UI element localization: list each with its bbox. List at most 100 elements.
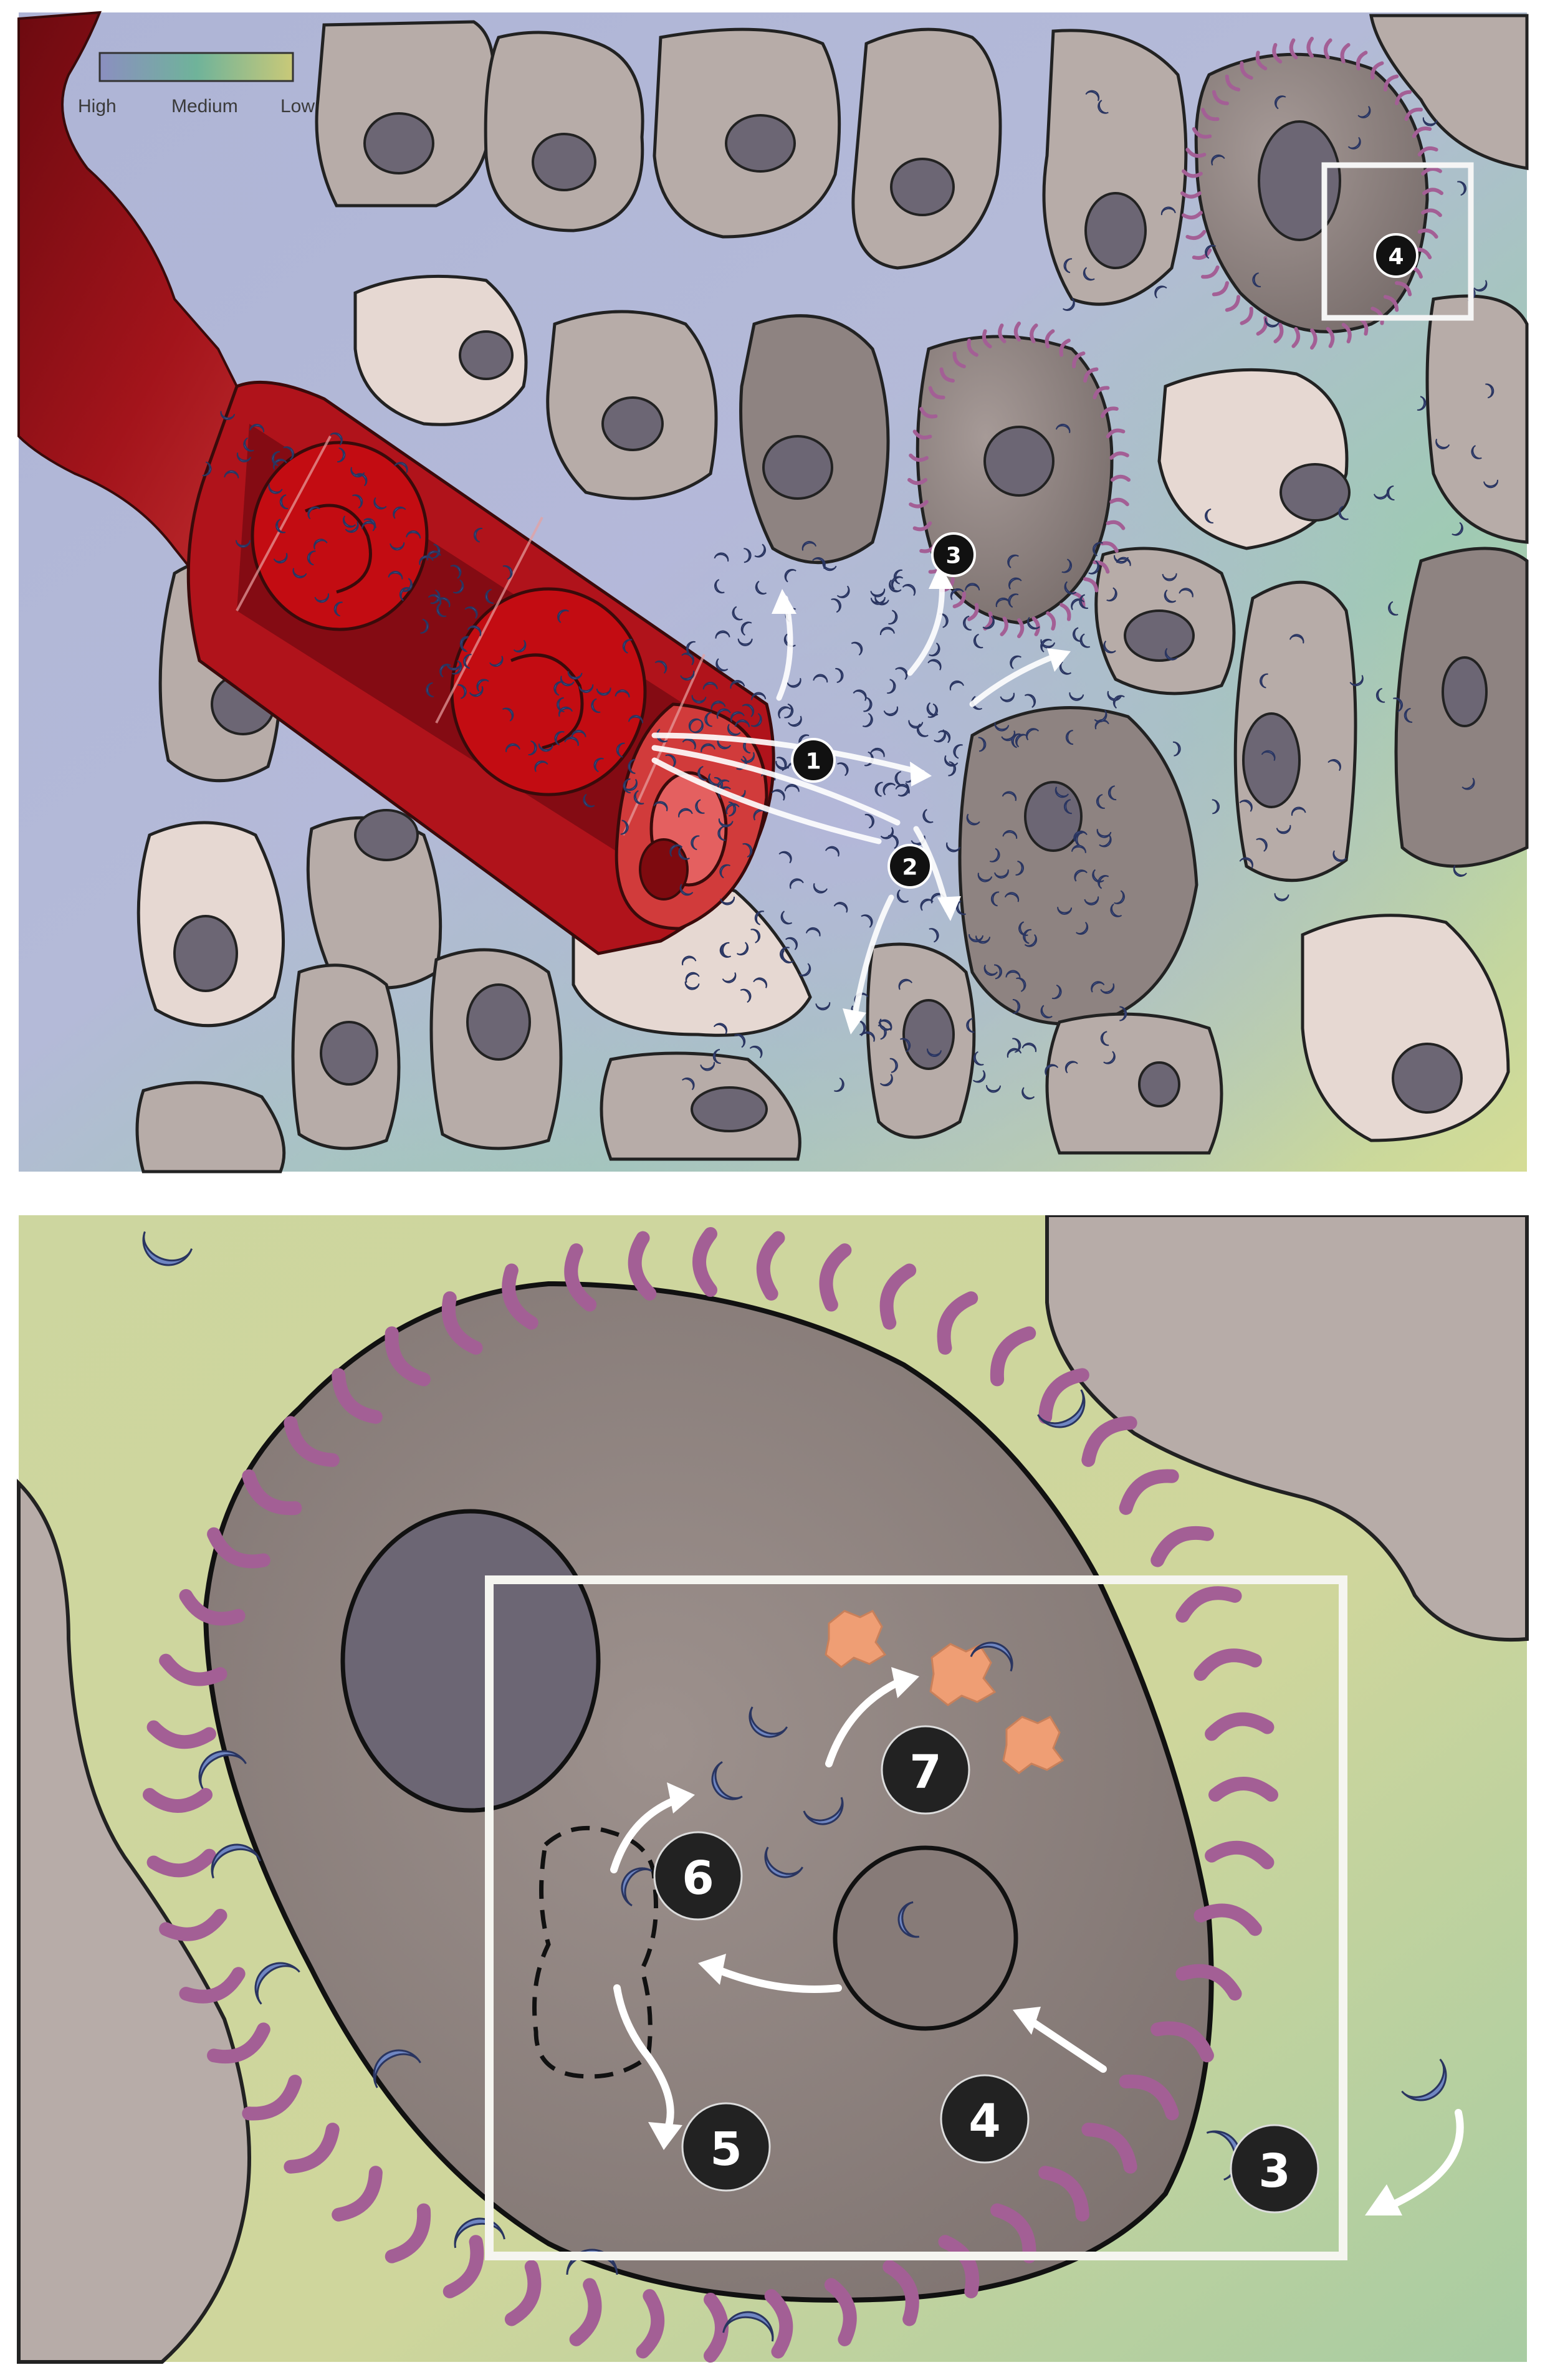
ligand-molecule	[787, 677, 801, 688]
endosome	[833, 1845, 1018, 2031]
ligand-molecule	[711, 1761, 743, 1800]
ligand-molecule	[567, 671, 583, 680]
ligand-molecule	[730, 711, 745, 722]
ligand-molecule	[1007, 554, 1019, 568]
ligand-molecule	[755, 580, 767, 595]
ligand-molecule	[902, 584, 916, 596]
receptor	[1193, 1648, 1262, 1681]
receptor	[159, 1908, 227, 1941]
receptor	[146, 1720, 216, 1749]
receptor	[1395, 281, 1412, 297]
receptor	[1072, 351, 1086, 368]
ligand-molecule	[1471, 445, 1482, 459]
ligand-molecule	[1092, 869, 1104, 883]
ligand-molecule	[929, 643, 940, 657]
receptor	[909, 500, 929, 509]
receptor	[1383, 74, 1399, 92]
svg-text:1: 1	[805, 749, 821, 775]
bottom-ligands	[142, 1231, 1447, 2342]
receptor	[1272, 43, 1283, 64]
ligand-molecule	[722, 2311, 774, 2342]
ligand-molecule	[665, 754, 676, 768]
ligand-molecule	[879, 626, 895, 636]
step-badge-2: 2	[887, 844, 932, 889]
ligand-molecule	[406, 530, 421, 539]
receptor	[1225, 74, 1241, 92]
receptor	[1111, 474, 1131, 482]
ligand-molecule	[373, 2049, 421, 2088]
ligand-molecule	[1025, 728, 1040, 740]
ligand-molecule	[949, 680, 964, 691]
ligand-molecule	[922, 809, 934, 823]
ligand-molecule	[211, 1843, 261, 1879]
receptor	[1119, 1469, 1179, 1515]
ligand-molecule	[1007, 1048, 1022, 1058]
neighbor-cell-right	[1045, 1213, 1529, 1642]
ligand-molecule	[1012, 999, 1021, 1015]
receptor	[385, 1326, 431, 1387]
receptor	[1340, 43, 1351, 64]
receptor	[442, 2235, 484, 2298]
ligand-molecule	[973, 633, 983, 649]
receptor	[1225, 295, 1241, 312]
ligand-molecule	[704, 712, 712, 727]
ligand-molecule	[1453, 865, 1467, 877]
ligand-molecule	[995, 597, 1011, 608]
svg-text:3: 3	[1258, 2144, 1291, 2198]
receptor	[1341, 323, 1352, 343]
receptor	[937, 1291, 978, 1355]
step-badge-bottom-7: 7	[881, 1725, 970, 1815]
receptor	[1192, 248, 1212, 260]
ligand-molecule	[1256, 838, 1268, 852]
ligand-molecule	[1084, 896, 1099, 906]
ligand-molecule	[688, 718, 701, 732]
receptor-cell-upper-right	[1180, 37, 1443, 350]
ligand-molecule	[713, 1023, 727, 1035]
ligand-molecule	[457, 684, 467, 699]
receptor	[907, 478, 927, 485]
receptor	[912, 429, 932, 440]
ligand-molecule	[1261, 750, 1276, 762]
zoom-frame	[485, 1575, 1347, 2260]
receptor	[1013, 322, 1021, 342]
ligand-molecule	[1388, 601, 1399, 616]
ligand-molecule	[350, 467, 365, 478]
step-badge-bottom-5: 5	[681, 2102, 771, 2192]
svg-text:6: 6	[682, 1852, 714, 1905]
ligand-molecule	[1018, 921, 1028, 936]
ligand-molecule	[815, 1002, 831, 1011]
ligand-molecule	[970, 1642, 1013, 1672]
receptor	[1255, 50, 1268, 70]
receptor	[1310, 328, 1318, 350]
ligand-molecule	[557, 697, 565, 712]
ligand-molecule	[685, 972, 700, 983]
ligand-molecule	[776, 757, 787, 772]
receptor	[1370, 61, 1384, 80]
ligand-molecule	[1099, 834, 1112, 848]
ligand-molecule	[1461, 777, 1475, 790]
ligand-molecule	[1008, 593, 1019, 608]
receptor	[819, 1243, 852, 1312]
receptor	[1417, 228, 1438, 239]
receptor	[1192, 127, 1212, 139]
receptor	[938, 2235, 980, 2298]
receptor	[1417, 146, 1438, 157]
ligand-molecule	[633, 790, 644, 805]
top-panel-diagram: 1 2 3 4 High Medium Low	[17, 11, 1529, 1173]
ligand-molecule	[1452, 522, 1463, 536]
legend-label-high: High	[78, 96, 117, 117]
degraded-ligands	[825, 1610, 1064, 1774]
ligand-molecule	[313, 538, 328, 550]
ligand-molecule	[1110, 903, 1122, 917]
receptor	[1046, 611, 1056, 631]
receptor	[1212, 281, 1229, 297]
receptor	[1106, 428, 1126, 439]
step-badge-3: 3	[931, 532, 976, 577]
ligand-molecule	[236, 452, 252, 462]
ligand-molecule	[1011, 733, 1021, 748]
ligand-molecule	[682, 738, 696, 750]
ligand-molecule	[553, 681, 564, 696]
ligand-molecule	[1069, 692, 1084, 701]
ligand-molecule	[1239, 857, 1253, 869]
receptor	[1306, 37, 1314, 58]
